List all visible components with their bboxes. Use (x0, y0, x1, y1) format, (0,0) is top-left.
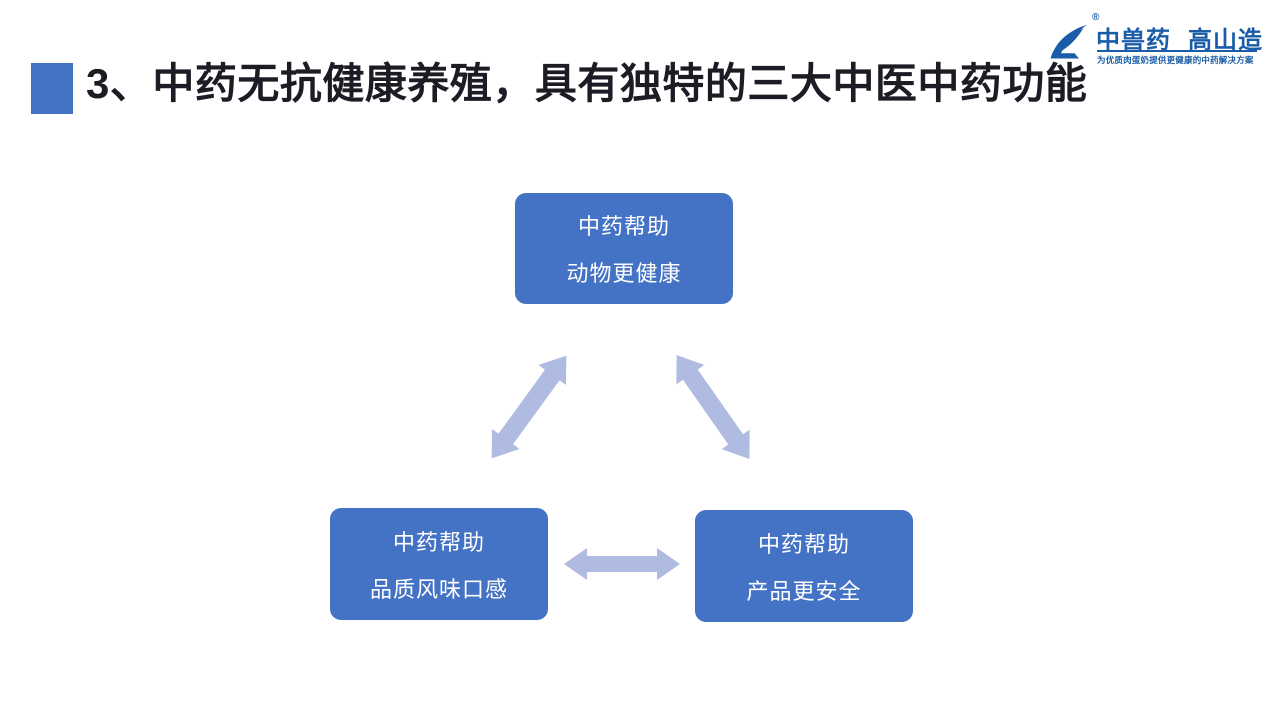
brand-logo: ® 中兽药 高山造 为优质肉蛋奶提供更健康的中药解决方案 (1040, 8, 1272, 66)
node-line: 动物更健康 (566, 261, 682, 286)
double-arrow-top-left (491, 355, 567, 459)
node-line: 中药帮助 (392, 529, 485, 555)
logo-swoosh-shape (1050, 24, 1088, 59)
node-line: 中药帮助 (757, 531, 850, 557)
node-line: 品质风味口感 (369, 576, 508, 602)
title-accent-bar (31, 63, 73, 114)
logo-leaf-shape (1060, 27, 1084, 52)
double-arrow-bottom (564, 548, 680, 580)
node-line: 中药帮助 (577, 214, 670, 239)
double-arrow-top-right (676, 354, 750, 460)
registered-trademark: ® (1092, 12, 1100, 23)
brand-name-right: 高山造 (1188, 27, 1263, 54)
diagram-node-product-safety: 中药帮助 产品更安全 (695, 510, 913, 622)
slide-title: 3、中药无抗健康养殖，具有独特的三大中医中药功能 (86, 60, 1088, 107)
diagram-node-animal-health: 中药帮助 动物更健康 (515, 193, 733, 304)
brand-name: 中兽药 高山造 (1096, 20, 1263, 55)
node-line: 产品更安全 (746, 578, 862, 604)
brand-logo-icon (1050, 24, 1088, 59)
brand-name-left: 中兽药 (1096, 27, 1171, 54)
brand-tagline: 为优质肉蛋奶提供更健康的中药解决方案 (1097, 50, 1257, 66)
diagram-node-quality-flavor: 中药帮助 品质风味口感 (330, 508, 548, 620)
